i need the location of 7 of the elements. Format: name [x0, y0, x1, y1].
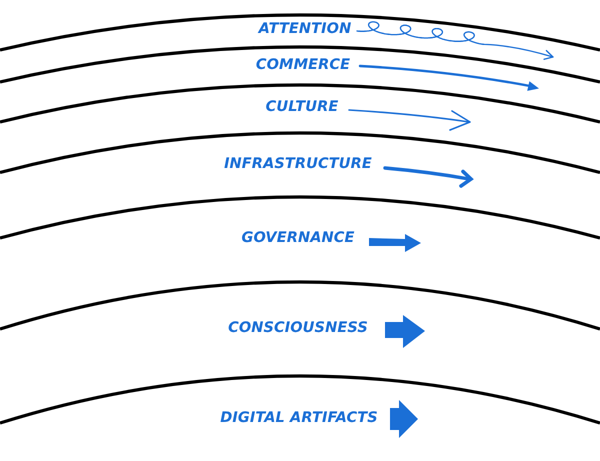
layer-label: ATTENTION: [258, 22, 352, 38]
layer-label: COMMERCE: [256, 58, 350, 74]
layer-label: DIGITAL ARTIFACTS: [220, 411, 378, 427]
layer-label: INFRASTRUCTURE: [224, 157, 372, 173]
layer-label: CONSCIOUSNESS: [228, 321, 368, 337]
layer-label: GOVERNANCE: [241, 231, 355, 247]
layer-label: CULTURE: [266, 100, 338, 116]
